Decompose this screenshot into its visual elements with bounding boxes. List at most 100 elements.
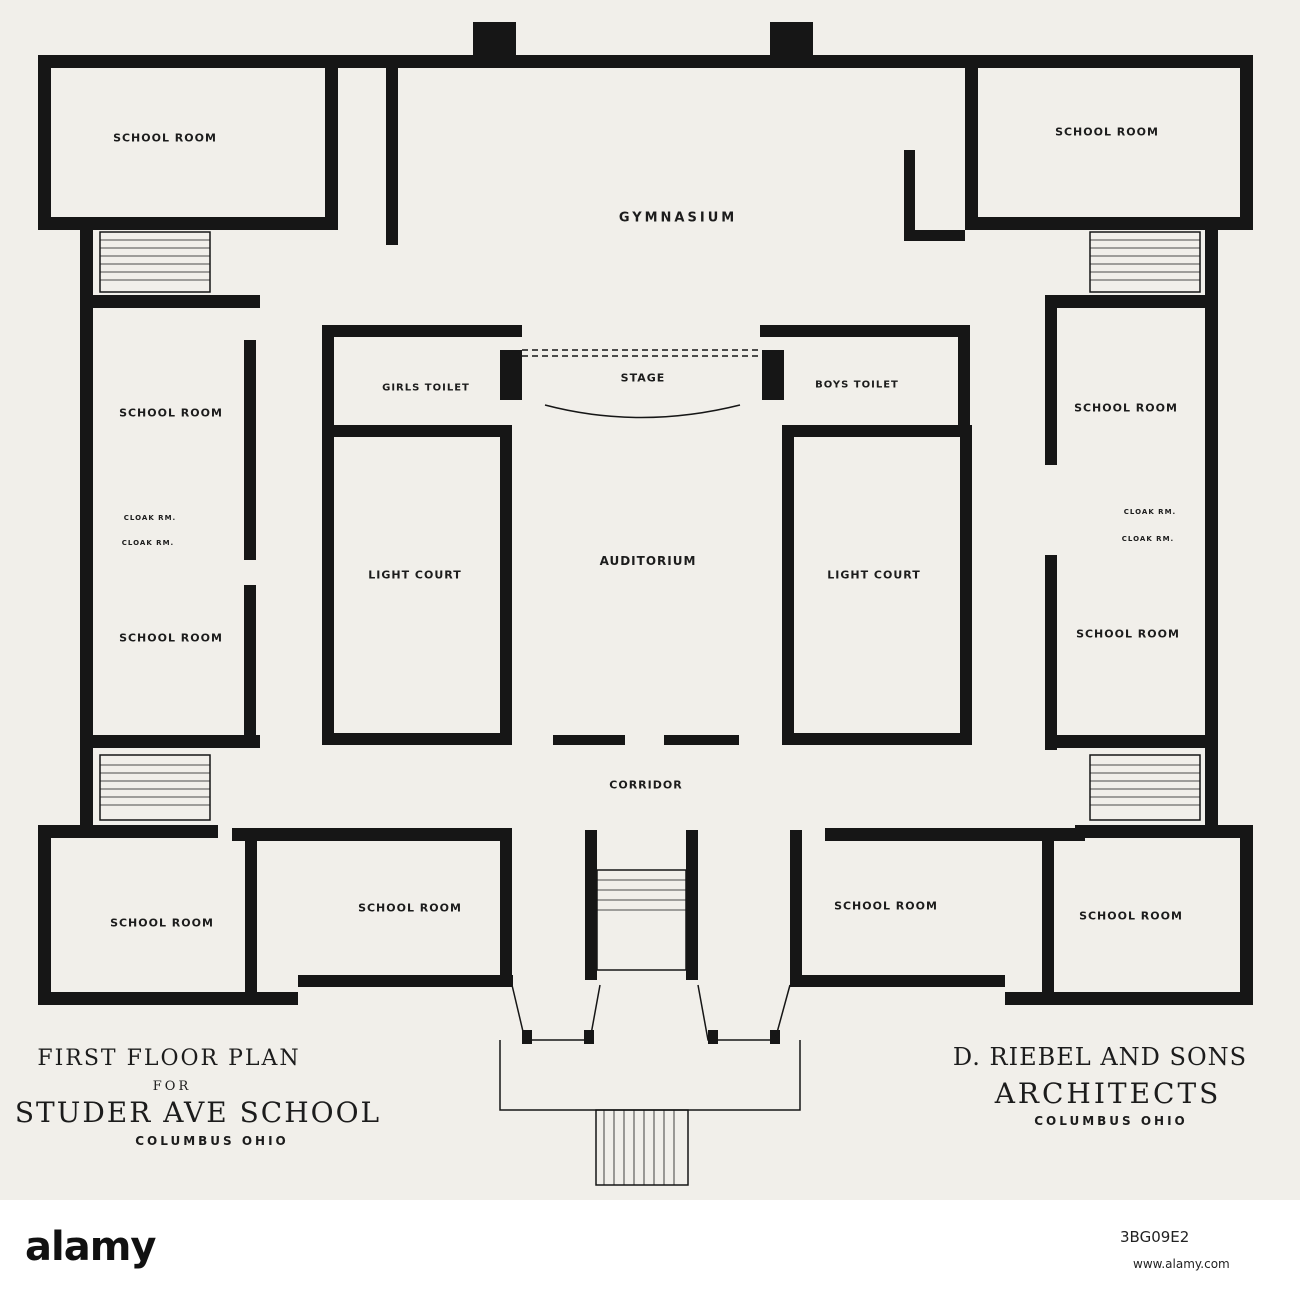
wall-sw-div	[245, 830, 257, 1000]
court-w-top	[322, 425, 512, 437]
chimney-left	[473, 22, 516, 64]
stock-logo: alamy	[25, 1224, 156, 1270]
wall-east-inner	[1045, 295, 1057, 465]
bay-right	[697, 984, 791, 1041]
stair-ne	[1089, 231, 1201, 293]
court-e-left	[782, 425, 794, 745]
wall-nw-west	[38, 55, 51, 230]
stage-curtain	[522, 349, 760, 357]
terrace	[499, 1040, 801, 1111]
label-school-room-nw: SCHOOL ROOM	[113, 131, 217, 145]
stair-nw	[99, 231, 211, 293]
wall-girls-toilet-west	[322, 325, 334, 425]
label-auditorium: AUDITORIUM	[599, 554, 697, 568]
label-school-room-e2: SCHOOL ROOM	[1076, 627, 1180, 641]
wall-west-outer	[80, 230, 93, 830]
court-e-bottom	[782, 733, 972, 745]
label-school-room-se1: SCHOOL ROOM	[834, 899, 938, 913]
court-w-left	[322, 425, 334, 745]
label-school-room-w1: SCHOOL ROOM	[119, 406, 223, 420]
label-light-court-e: LIGHT COURT	[827, 568, 921, 582]
front-steps	[595, 1109, 689, 1186]
wall-gym-east2	[904, 150, 915, 240]
wall-gym-west2	[386, 55, 398, 245]
bay-post-3	[708, 1030, 718, 1044]
wall-gym-west	[325, 55, 338, 230]
wall-entry-right	[790, 830, 802, 985]
label-school-room-w2: SCHOOL ROOM	[119, 631, 223, 645]
aud-screen-2	[664, 735, 739, 745]
architect-line2: ARCHITECTS	[994, 1077, 1222, 1110]
court-w-right	[500, 425, 512, 745]
wall-south-top-w	[38, 825, 218, 838]
caption-line1: FIRST FLOOR PLAN	[37, 1046, 301, 1071]
wall-gym-east3	[904, 230, 965, 241]
wall-boys-toilet-east	[958, 325, 970, 425]
wall-south-top-e2	[1075, 825, 1253, 838]
label-girls-toilet: GIRLS TOILET	[382, 382, 470, 394]
wall-north	[38, 55, 1253, 68]
stage-apron	[544, 404, 741, 419]
label-stage: STAGE	[620, 371, 666, 385]
wall-south-bottom-e2	[1005, 992, 1253, 1005]
caption-line3: STUDER AVE SCHOOL	[14, 1096, 382, 1129]
bay-post-4	[770, 1030, 780, 1044]
wall-south-top-w2	[232, 828, 512, 841]
architect-line1: D. RIEBEL AND SONS	[952, 1043, 1248, 1071]
wall-west-mid	[80, 295, 260, 308]
label-school-room-sw2: SCHOOL ROOM	[358, 901, 462, 915]
chimney-right	[770, 22, 813, 64]
image-id: 3BG09E2	[1120, 1228, 1190, 1246]
wall-boys-toilet-top	[760, 325, 970, 337]
wall-ne-south	[965, 217, 1253, 230]
stage-post-right	[762, 350, 784, 400]
wall-stair-left	[585, 830, 597, 980]
label-corridor: CORRIDOR	[609, 778, 683, 792]
label-school-room-se2: SCHOOL ROOM	[1079, 909, 1183, 923]
wall-se-div	[1042, 830, 1054, 1000]
wall-entry-left	[500, 830, 512, 985]
wall-east-outer	[1205, 230, 1218, 830]
label-light-court-w: LIGHT COURT	[368, 568, 462, 582]
wall-east-inner2	[1045, 555, 1057, 750]
stair-se	[1089, 754, 1201, 821]
floor-plan	[38, 22, 1253, 1186]
architect-line3: COLUMBUS OHIO	[1034, 1114, 1188, 1128]
stock-url: www.alamy.com	[1133, 1257, 1230, 1271]
court-w-bottom	[322, 733, 512, 745]
wall-gym-east	[965, 55, 978, 230]
label-cloak-e1: CLOAK RM.	[1123, 508, 1177, 516]
label-cloak-e2: CLOAK RM.	[1121, 535, 1175, 543]
label-school-room-ne: SCHOOL ROOM	[1055, 125, 1159, 139]
wall-east-mid2	[1045, 735, 1218, 748]
wall-nw-south	[38, 217, 338, 230]
wall-south-east-outer	[1240, 825, 1253, 1005]
wall-south-top-e	[825, 828, 1085, 841]
wall-west-inner2	[244, 585, 256, 745]
label-school-room-e1: SCHOOL ROOM	[1074, 401, 1178, 415]
stair-main	[596, 869, 687, 971]
caption-line2: FOR	[152, 1079, 192, 1094]
stage-post-left	[500, 350, 522, 400]
stair-sw	[99, 754, 211, 821]
wall-south-bottom-w2	[298, 975, 513, 987]
wall-south-bottom-w	[38, 992, 298, 1005]
court-e-top	[782, 425, 972, 437]
label-gymnasium: GYMNASIUM	[618, 210, 738, 226]
wall-south-west-outer	[38, 825, 51, 1005]
caption-line4: COLUMBUS OHIO	[135, 1134, 289, 1148]
wall-east-mid	[1045, 295, 1218, 308]
wall-west-mid2	[80, 735, 260, 748]
bay-left	[511, 984, 601, 1041]
label-boys-toilet: BOYS TOILET	[815, 379, 899, 391]
bay-post-2	[584, 1030, 594, 1044]
bay-post-1	[522, 1030, 532, 1044]
wall-west-inner	[244, 340, 256, 560]
stock-footer	[0, 1200, 1300, 1291]
label-cloak-w2: CLOAK RM.	[121, 539, 175, 547]
wall-ne-east	[1240, 55, 1253, 230]
wall-south-bottom-e	[790, 975, 1005, 987]
aud-screen-1	[553, 735, 625, 745]
court-e-right	[960, 425, 972, 745]
wall-stair-right	[686, 830, 698, 980]
